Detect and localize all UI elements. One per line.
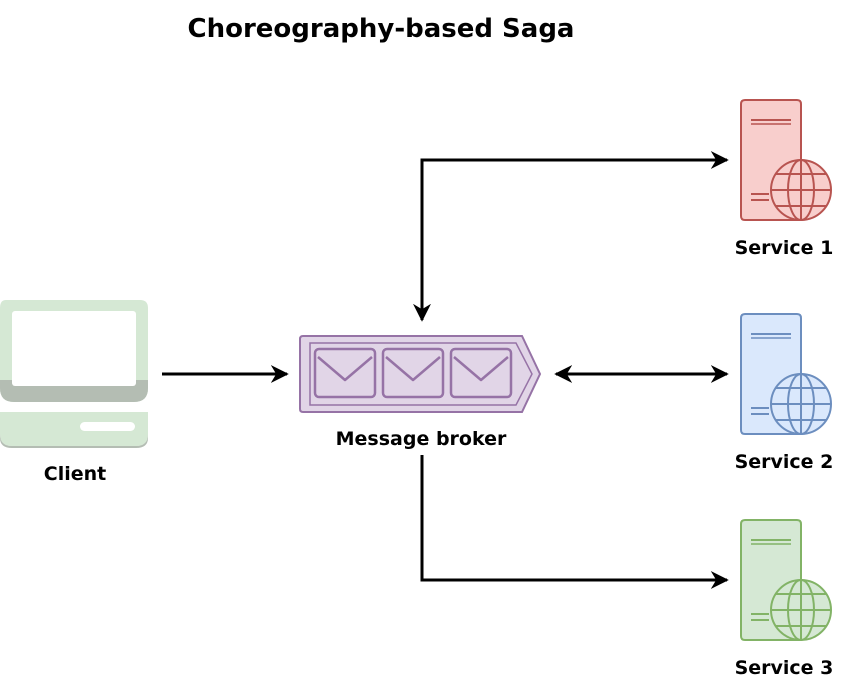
arrow-broker-to-service-3 bbox=[420, 455, 729, 589]
diagram-title: Choreography-based Saga bbox=[187, 14, 575, 44]
connectors bbox=[162, 151, 729, 589]
web-server-icon bbox=[740, 519, 832, 641]
web-server-icon bbox=[740, 313, 832, 435]
envelope-icon bbox=[313, 347, 377, 399]
desktop-computer-icon bbox=[0, 300, 148, 448]
service-2-label: Service 2 bbox=[734, 451, 834, 473]
web-server-icon bbox=[740, 99, 832, 221]
arrow-broker-service-1 bbox=[413, 151, 729, 322]
envelope-icon bbox=[381, 347, 445, 399]
message-broker-label: Message broker bbox=[335, 428, 507, 450]
envelope-icon bbox=[449, 347, 513, 399]
message-queue-icon bbox=[299, 335, 542, 413]
service-3-label: Service 3 bbox=[734, 657, 834, 679]
client-label: Client bbox=[43, 463, 107, 485]
service-1-label: Service 1 bbox=[734, 237, 834, 259]
